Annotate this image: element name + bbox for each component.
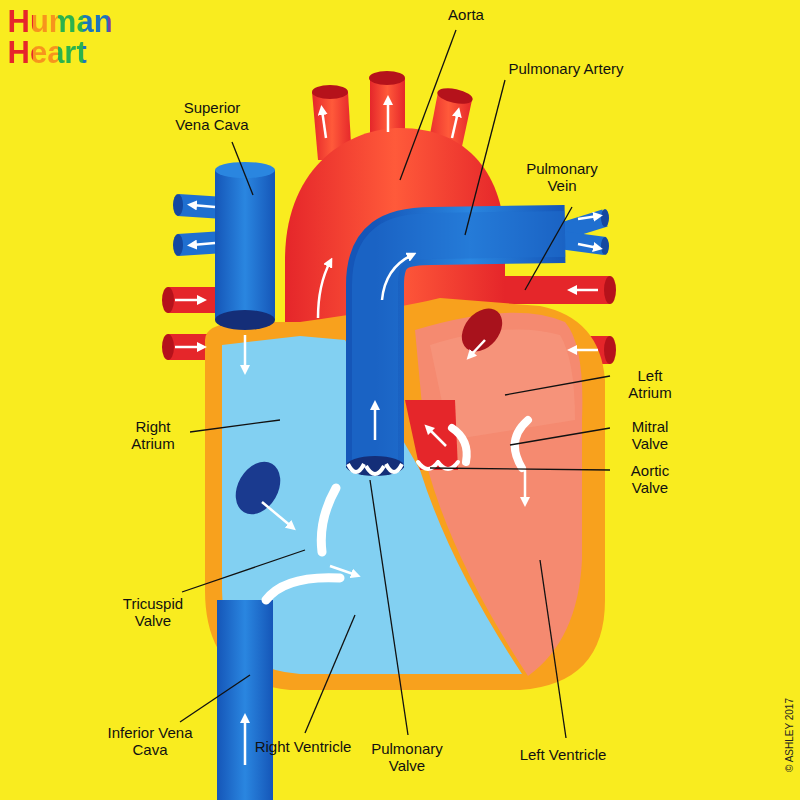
label-wrap: Human Heart bbox=[8, 6, 133, 68]
part-label: Mitral Valve bbox=[620, 418, 680, 452]
part-label: Tricuspid Valve bbox=[111, 595, 196, 629]
pulmonary-artery bbox=[346, 209, 609, 476]
flow-arrows bbox=[175, 100, 598, 765]
part-label: Right Atrium bbox=[121, 418, 186, 452]
label-wrap: Left Atrium bbox=[620, 367, 680, 401]
label-wrap: Tricuspid Valve bbox=[111, 595, 196, 629]
aortic-root bbox=[405, 400, 458, 470]
part-label: Aorta bbox=[426, 6, 506, 23]
label-wrap: Aorta bbox=[426, 6, 506, 23]
part-label: Inferior Vena Cava bbox=[105, 724, 195, 758]
label-wrap: Mitral Valve bbox=[620, 418, 680, 452]
leader-lines bbox=[180, 30, 610, 738]
left-chambers bbox=[415, 313, 582, 676]
part-label: Aortic Valve bbox=[620, 462, 680, 496]
label-wrap: Left Ventricle bbox=[503, 746, 623, 763]
part-label: Pulmonary Vein bbox=[517, 160, 607, 194]
part-label: Right Ventricle bbox=[238, 738, 368, 755]
label-wrap: Right Ventricle bbox=[238, 738, 368, 755]
label-wrap: Inferior Vena Cava bbox=[105, 724, 195, 758]
label-wrap: Aortic Valve bbox=[620, 462, 680, 496]
vessel-opening bbox=[227, 454, 290, 522]
part-label: Left Atrium bbox=[620, 367, 680, 401]
copyright-note: © ASHLEY 2017 bbox=[784, 680, 796, 790]
vena-cava bbox=[215, 162, 275, 800]
label-wrap: Pulmonary Artery bbox=[491, 60, 641, 77]
label-wrap: Pulmonary Vein bbox=[517, 160, 607, 194]
label-wrap: © ASHLEY 2017 bbox=[784, 680, 796, 790]
label-wrap: Pulmonary Valve bbox=[362, 740, 452, 774]
vessel-opening bbox=[454, 301, 511, 360]
label-wrap: Right Atrium bbox=[121, 418, 186, 452]
valves bbox=[266, 420, 528, 600]
label-wrap: Superior Vena Cava bbox=[165, 99, 260, 133]
part-label: Superior Vena Cava bbox=[165, 99, 260, 133]
part-label: Left Ventricle bbox=[503, 746, 623, 763]
title: Human Heart bbox=[8, 6, 133, 68]
part-label: Pulmonary Valve bbox=[362, 740, 452, 774]
part-label: Pulmonary Artery bbox=[491, 60, 641, 77]
